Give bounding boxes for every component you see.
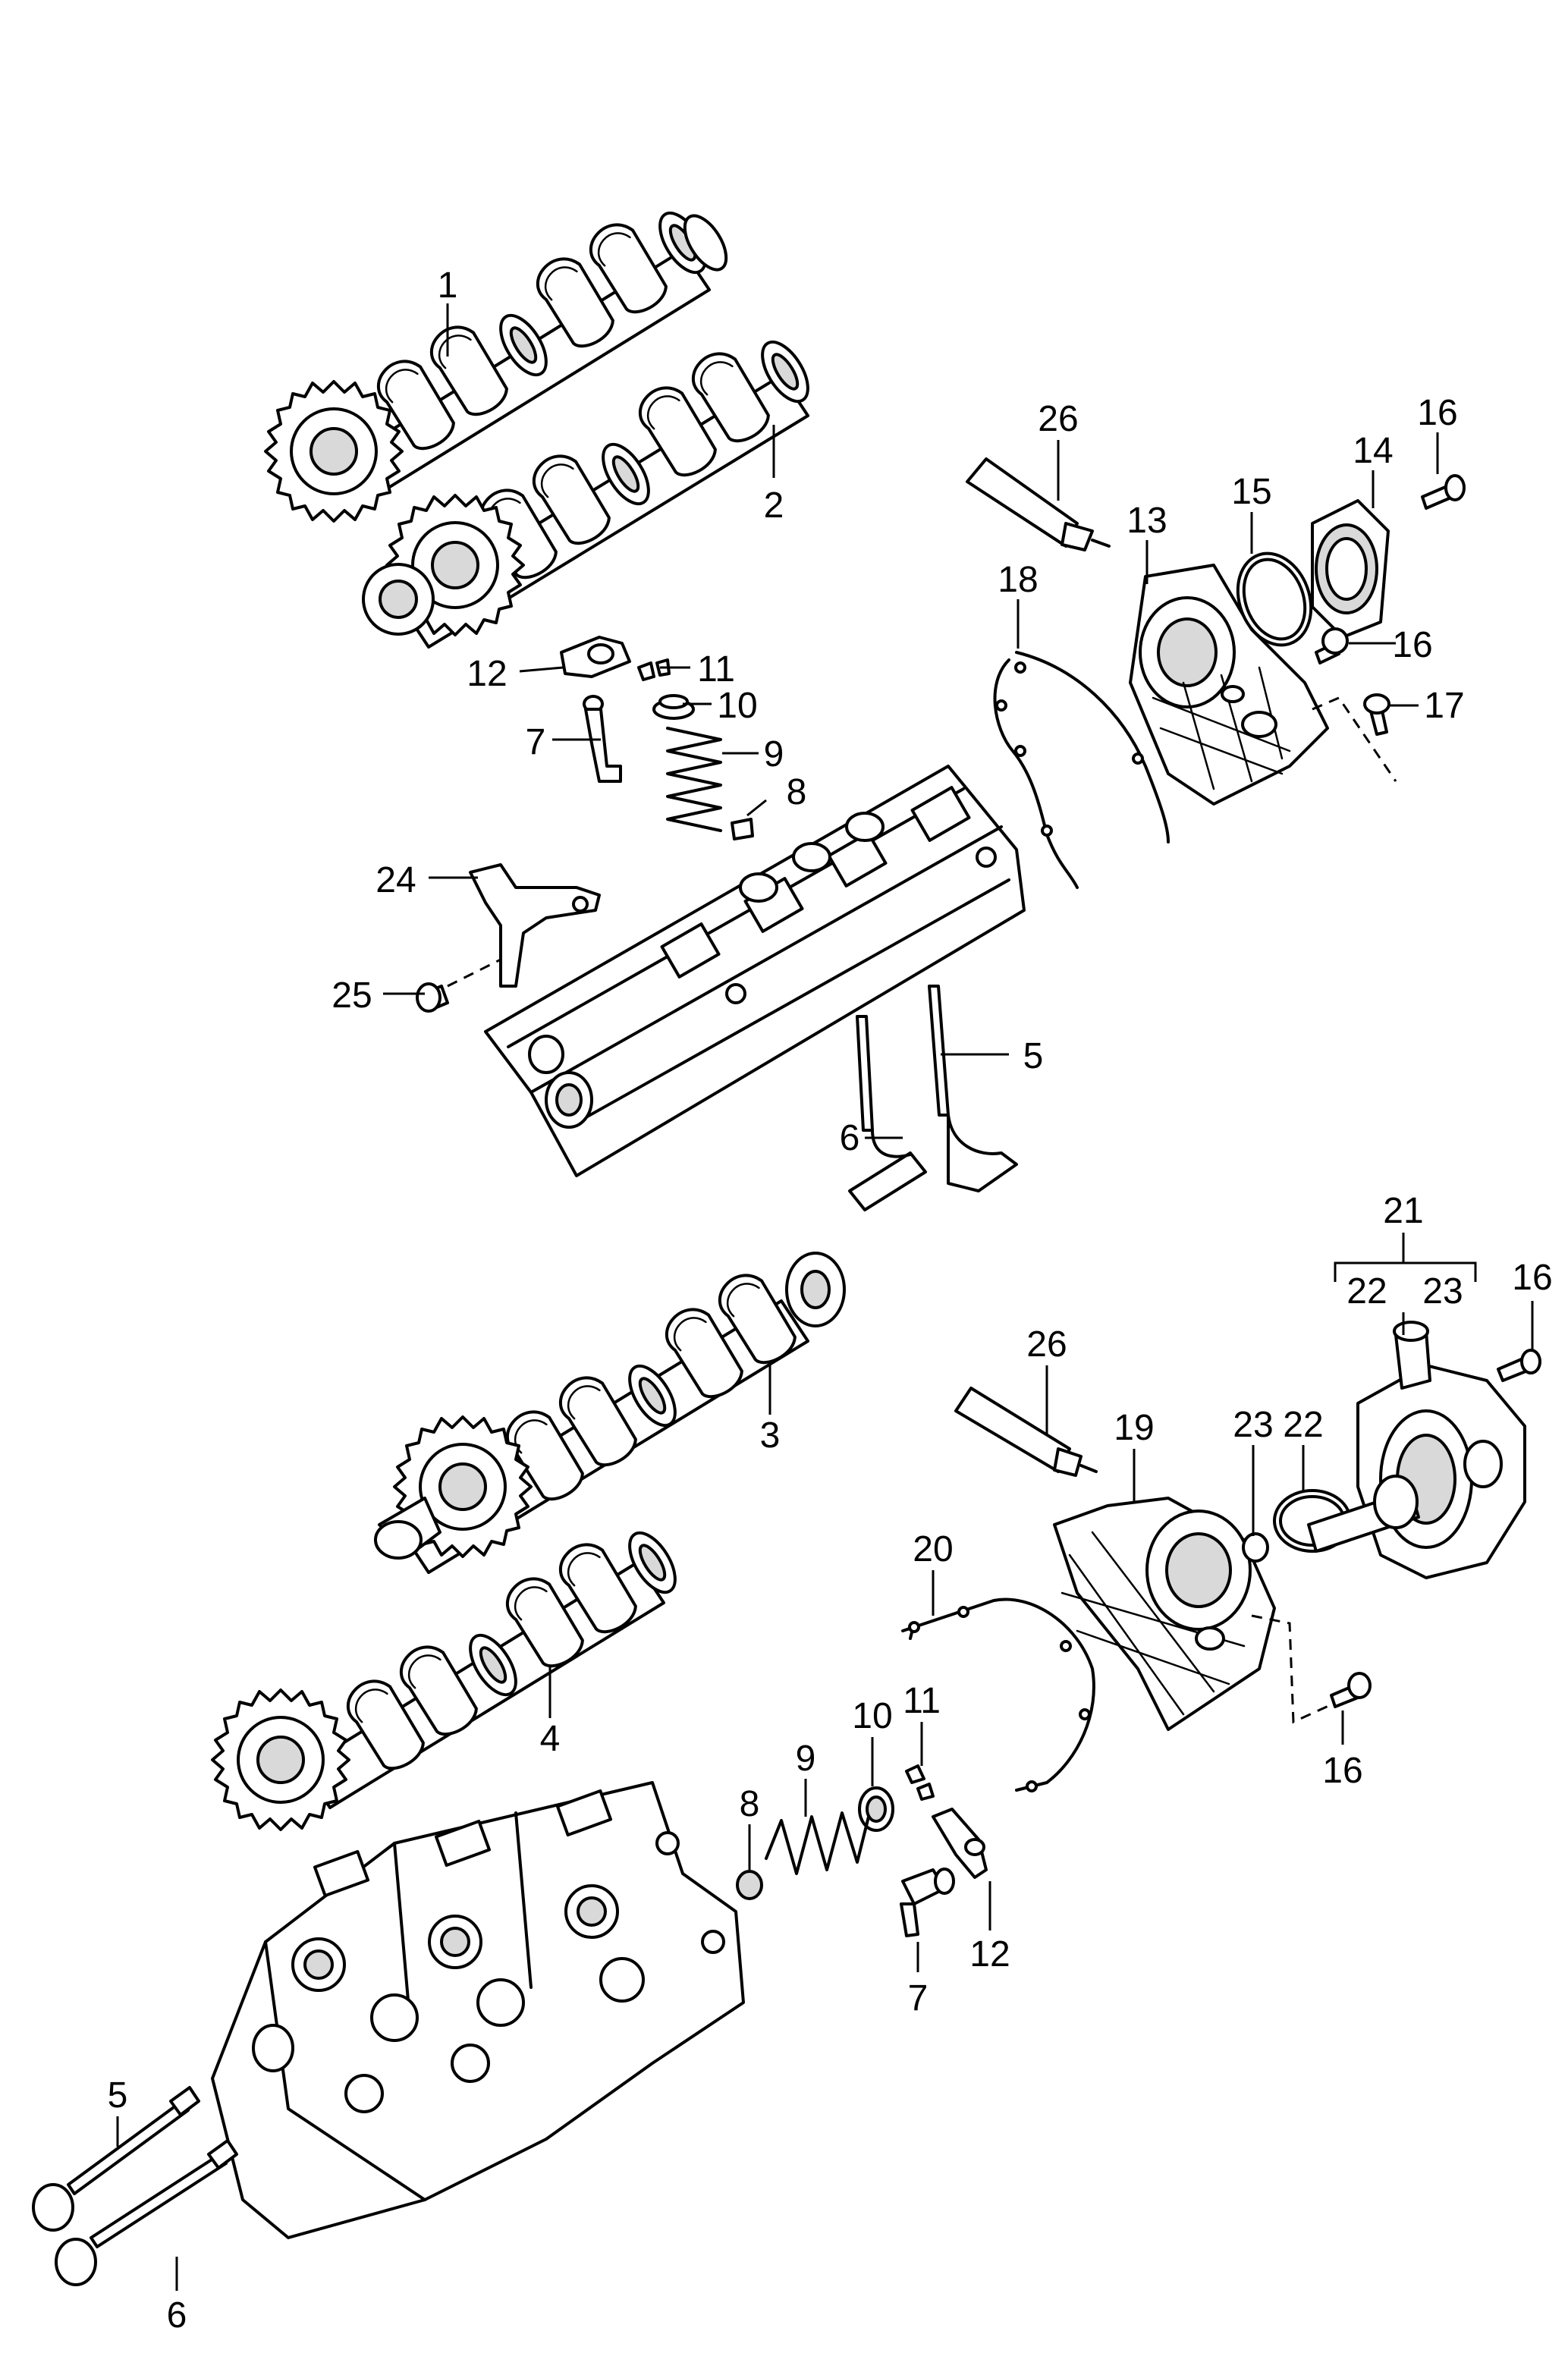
callout-16-lower: 16 <box>1322 1751 1362 1791</box>
callout-3: 3 <box>760 1415 781 1456</box>
callout-labels: 1 2 26 13 15 14 16 16 17 18 12 11 10 7 9… <box>108 265 1553 2336</box>
callout-21: 21 <box>1383 1191 1423 1231</box>
rocker-arm-lower <box>932 1808 988 1879</box>
spring-retainer-upper <box>652 694 695 720</box>
callout-22-upper: 22 <box>1346 1271 1387 1312</box>
bolt-16-pump <box>1497 1349 1541 1382</box>
sealant-tube-upper <box>966 457 1111 551</box>
callout-16-pump: 16 <box>1512 1258 1552 1298</box>
callout-11-lower: 11 <box>903 1681 941 1721</box>
bolt-17 <box>1363 693 1390 736</box>
valve-spring-lower <box>765 1811 870 1875</box>
callout-1: 1 <box>438 265 458 306</box>
callout-6-lower: 6 <box>167 2295 187 2336</box>
callout-23-upper: 23 <box>1422 1271 1463 1312</box>
callout-12-lower: 12 <box>969 1934 1010 1974</box>
camshaft-1 <box>264 204 728 523</box>
callout-26-lower: 26 <box>1026 1324 1067 1365</box>
callout-6-upper: 6 <box>840 1118 860 1158</box>
bolt-16-lower-guide <box>1251 1614 1336 1724</box>
leader-21-bracket <box>1334 1261 1477 1282</box>
exhaust-valve-lower <box>55 2139 238 2286</box>
stem-seal-lower <box>736 1870 763 1900</box>
hydraulic-lifter-upper <box>583 695 622 783</box>
callout-16-upper-b: 16 <box>1392 625 1432 665</box>
callout-13: 13 <box>1127 501 1167 541</box>
leader-lines <box>116 303 1534 2291</box>
callout-5-upper: 5 <box>1023 1036 1044 1076</box>
callout-11-upper: 11 <box>697 649 735 690</box>
callout-26-upper: 26 <box>1038 399 1078 439</box>
callout-9-upper: 9 <box>764 734 784 774</box>
callout-9-lower: 9 <box>796 1739 816 1779</box>
intake-valve-upper <box>848 1015 927 1211</box>
cylinder-head-lower <box>211 1781 745 2239</box>
cover-plate-14 <box>1311 499 1390 639</box>
valve-spring-upper <box>666 727 722 832</box>
bracket-24 <box>469 863 601 988</box>
gasket-18 <box>993 651 1170 889</box>
stem-seal-upper <box>731 818 754 840</box>
callout-16-upper-a: 16 <box>1417 393 1457 433</box>
sealant-tube-lower <box>954 1387 1098 1477</box>
intake-valve-lower <box>32 2086 200 2232</box>
vacuum-pump-21 <box>1307 1321 1526 1579</box>
cylinder-head-upper <box>484 765 1026 1177</box>
bolt-16-lower-cover <box>1330 1672 1372 1708</box>
callout-7-upper: 7 <box>526 722 546 762</box>
bolt-25-guide <box>447 958 501 988</box>
gasket-20 <box>901 1597 1095 1792</box>
callout-14: 14 <box>1353 431 1393 471</box>
callout-25: 25 <box>332 975 372 1016</box>
spring-retainer-lower <box>858 1786 894 1832</box>
o-ring-23-lower <box>1242 1532 1269 1563</box>
exhaust-valve-upper <box>928 985 1018 1192</box>
callout-15: 15 <box>1231 472 1271 512</box>
rocker-arm-upper <box>560 636 631 678</box>
callout-7-lower: 7 <box>908 1978 929 2018</box>
bolt-16-upper-b <box>1315 627 1349 664</box>
callout-19: 19 <box>1114 1408 1154 1448</box>
leader-12-upper <box>519 666 564 673</box>
bolt-16-upper-a <box>1421 474 1466 510</box>
callout-10-lower: 10 <box>852 1696 892 1736</box>
bolt-25 <box>416 982 449 1013</box>
callout-10-upper: 10 <box>717 686 757 726</box>
camshaft-4 <box>211 1524 686 1831</box>
callout-24: 24 <box>376 860 416 900</box>
camshaft-2 <box>362 333 819 649</box>
bolt-17-guide <box>1312 696 1397 782</box>
callout-8-upper: 8 <box>787 772 807 812</box>
callout-2: 2 <box>764 485 784 526</box>
hydraulic-lifter-lower <box>900 1868 955 1937</box>
o-ring-15 <box>1236 551 1313 647</box>
callout-8-lower: 8 <box>740 1784 760 1824</box>
callout-18: 18 <box>998 560 1038 600</box>
timing-cover-lower <box>1053 1497 1276 1731</box>
callout-23-lower: 23 <box>1233 1405 1273 1445</box>
callout-22-lower: 22 <box>1283 1405 1323 1445</box>
callout-17: 17 <box>1424 686 1464 726</box>
callout-12-upper: 12 <box>467 654 507 694</box>
callout-4: 4 <box>540 1719 561 1759</box>
callout-20: 20 <box>913 1529 953 1569</box>
leader-8-upper <box>746 799 767 817</box>
camshaft-3 <box>374 1252 846 1574</box>
timing-cover-upper <box>1129 564 1329 806</box>
callout-5-lower: 5 <box>108 2075 128 2116</box>
valve-keepers-lower <box>905 1764 935 1801</box>
valve-keepers-upper <box>637 658 671 681</box>
